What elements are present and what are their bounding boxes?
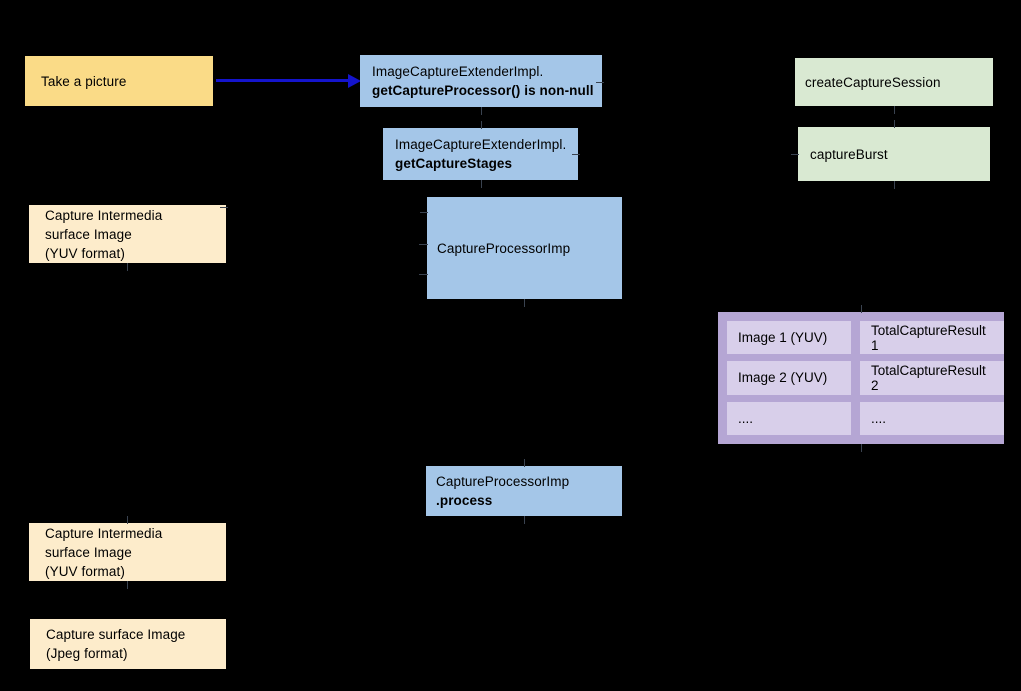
node-get-capture-processor-line2: getCaptureProcessor() is non-null: [372, 83, 594, 98]
node-capture-processor-imp[interactable]: CaptureProcessorImp: [427, 197, 622, 299]
table-cell-total-capture-result-more[interactable]: ....: [860, 401, 1004, 435]
connector-stub-icon: [419, 274, 428, 275]
node-capture-burst[interactable]: captureBurst: [798, 127, 990, 181]
arrow-head-icon: [348, 74, 361, 88]
connector-stub-icon: [220, 207, 228, 208]
connector-stub-icon: [861, 444, 862, 452]
node-intermediate-surface-image-bottom-line3: (YUV format): [45, 563, 125, 579]
connector-stub-icon: [481, 107, 482, 115]
connector-stub-icon: [791, 154, 799, 155]
node-take-a-picture-label: Take a picture: [41, 73, 127, 89]
arrow-take-picture-to-get-capture-processor: [216, 79, 348, 82]
connector-stub-icon: [419, 244, 428, 245]
connector-stub-icon: [861, 305, 862, 313]
connector-stub-icon: [481, 180, 482, 188]
node-intermediate-surface-image-bottom-line2: surface Image: [45, 544, 132, 560]
connector-stub-icon: [524, 299, 525, 307]
table-cell-total-capture-result-1[interactable]: TotalCaptureResult 1: [860, 321, 1004, 355]
connector-stub-icon: [524, 516, 525, 524]
node-intermediate-surface-image-bottom-line1: Capture Intermedia: [45, 525, 163, 541]
connector-stub-icon: [127, 263, 128, 271]
node-capture-processor-process-line2: .process: [436, 493, 493, 508]
node-get-capture-processor-line1: ImageCaptureExtenderImpl.: [372, 64, 544, 79]
node-intermediate-surface-image-top[interactable]: Capture Intermedia surface Image (YUV fo…: [29, 205, 226, 263]
connector-stub-icon: [481, 121, 482, 129]
node-take-a-picture[interactable]: Take a picture: [25, 56, 213, 106]
node-capture-processor-process[interactable]: CaptureProcessorImp .process: [426, 466, 622, 516]
connector-stub-icon: [524, 459, 525, 467]
node-capture-surface-image-jpeg-line2: (Jpeg format): [46, 646, 128, 661]
results-table-results-column: TotalCaptureResult 1 TotalCaptureResult …: [860, 321, 1004, 435]
node-intermediate-surface-image-top-line1: Capture Intermedia: [45, 207, 163, 223]
table-cell-total-capture-result-2[interactable]: TotalCaptureResult 2: [860, 361, 1004, 395]
node-capture-burst-label: captureBurst: [810, 146, 888, 162]
node-create-capture-session[interactable]: createCaptureSession: [795, 58, 993, 106]
node-create-capture-session-label: createCaptureSession: [805, 74, 941, 90]
table-cell-image-2[interactable]: Image 2 (YUV): [727, 361, 851, 395]
connector-stub-icon: [894, 106, 895, 114]
node-get-capture-stages[interactable]: ImageCaptureExtenderImpl. getCaptureStag…: [383, 128, 578, 180]
connector-stub-icon: [572, 154, 580, 155]
connector-stub-icon: [596, 82, 604, 83]
node-capture-surface-image-jpeg[interactable]: Capture surface Image (Jpeg format): [30, 619, 226, 669]
node-intermediate-surface-image-top-line2: surface Image: [45, 226, 132, 242]
results-table-group: Image 1 (YUV) Image 2 (YUV) .... TotalCa…: [718, 312, 1004, 444]
table-cell-image-more[interactable]: ....: [727, 401, 851, 435]
connector-stub-icon: [894, 181, 895, 189]
node-get-capture-stages-line2: getCaptureStages: [395, 156, 513, 171]
node-capture-processor-imp-label: CaptureProcessorImp: [437, 240, 571, 256]
node-capture-processor-process-line1: CaptureProcessorImp: [436, 474, 570, 489]
node-intermediate-surface-image-top-line3: (YUV format): [45, 245, 125, 261]
node-get-capture-stages-line1: ImageCaptureExtenderImpl.: [395, 137, 567, 152]
node-capture-surface-image-jpeg-line1: Capture surface Image: [46, 627, 186, 642]
table-cell-image-1[interactable]: Image 1 (YUV): [727, 321, 851, 355]
node-intermediate-surface-image-bottom[interactable]: Capture Intermedia surface Image (YUV fo…: [29, 523, 226, 581]
connector-stub-icon: [127, 516, 128, 524]
results-table-images-column: Image 1 (YUV) Image 2 (YUV) ....: [727, 321, 851, 435]
connector-stub-icon: [127, 581, 128, 589]
node-get-capture-processor[interactable]: ImageCaptureExtenderImpl. getCaptureProc…: [360, 55, 602, 107]
connector-stub-icon: [894, 120, 895, 128]
connector-stub-icon: [420, 212, 428, 213]
